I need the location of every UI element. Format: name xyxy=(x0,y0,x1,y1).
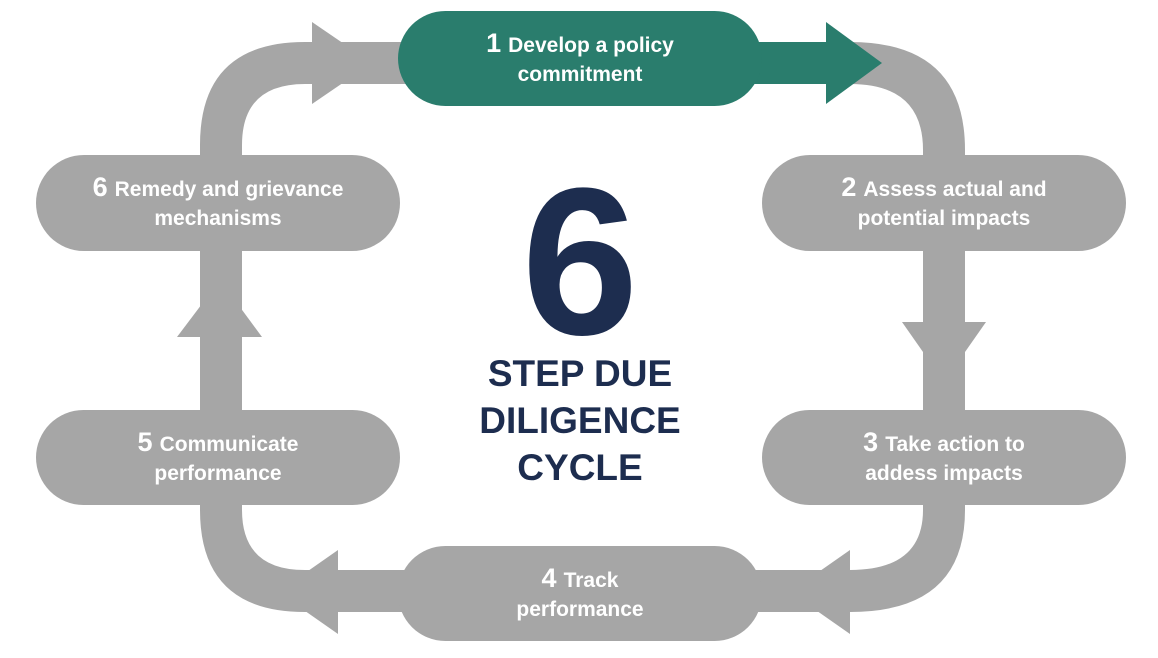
step-1-line2: commitment xyxy=(517,62,643,86)
arrow-bottom-right-icon xyxy=(790,550,850,634)
step-2-number: 2 xyxy=(841,172,857,202)
step-5-line2: performance xyxy=(154,461,282,485)
step-4-number: 4 xyxy=(541,562,557,593)
arrow-bottom-left-icon xyxy=(278,550,338,634)
step-1-line1: Develop a policy xyxy=(508,33,674,57)
arrow-top-left-icon xyxy=(312,22,372,104)
step-3-number: 3 xyxy=(863,426,879,457)
step-6-line1: Remedy and grievance xyxy=(114,178,344,201)
active-arrow-head-icon xyxy=(826,22,882,104)
center-title-line-1: STEP DUE xyxy=(487,353,673,394)
center-title: STEP DUE DILIGENCE CYCLE xyxy=(430,350,730,491)
step-6-remedy-grievance[interactable]: 6 Remedy and grievance mechanisms xyxy=(36,155,400,251)
center-title-line-3: CYCLE xyxy=(517,447,643,488)
step-3-line1: Take action to xyxy=(885,432,1025,456)
step-6-label: 6 Remedy and grievance mechanisms xyxy=(93,173,344,233)
step-1-number: 1 xyxy=(486,27,502,58)
step-6-number: 6 xyxy=(92,172,108,202)
connector-4-to-5 xyxy=(200,500,410,612)
center-title-line-2: DILIGENCE xyxy=(479,400,681,441)
cycle-path xyxy=(177,22,986,634)
step-6-line2: mechanisms xyxy=(154,207,282,230)
step-5-number: 5 xyxy=(137,426,153,457)
step-5-line1: Communicate xyxy=(159,432,299,456)
step-4-line2: performance xyxy=(516,597,644,621)
step-2-line2: potential impacts xyxy=(857,207,1031,230)
connector-3-to-4 xyxy=(750,500,965,612)
connector-6-to-1 xyxy=(200,42,410,160)
step-2-label: 2 Assess actual and potential impacts xyxy=(841,173,1046,233)
arrow-right-down-icon xyxy=(902,322,986,382)
step-2-line1: Assess actual and xyxy=(863,178,1047,201)
arrow-left-up-icon xyxy=(177,280,262,337)
step-2-assess-impacts[interactable]: 2 Assess actual and potential impacts xyxy=(762,155,1126,251)
step-4-line1: Track xyxy=(563,568,619,592)
step-3-line2: addess impacts xyxy=(865,461,1023,485)
center-big-number: 6 xyxy=(521,144,639,379)
